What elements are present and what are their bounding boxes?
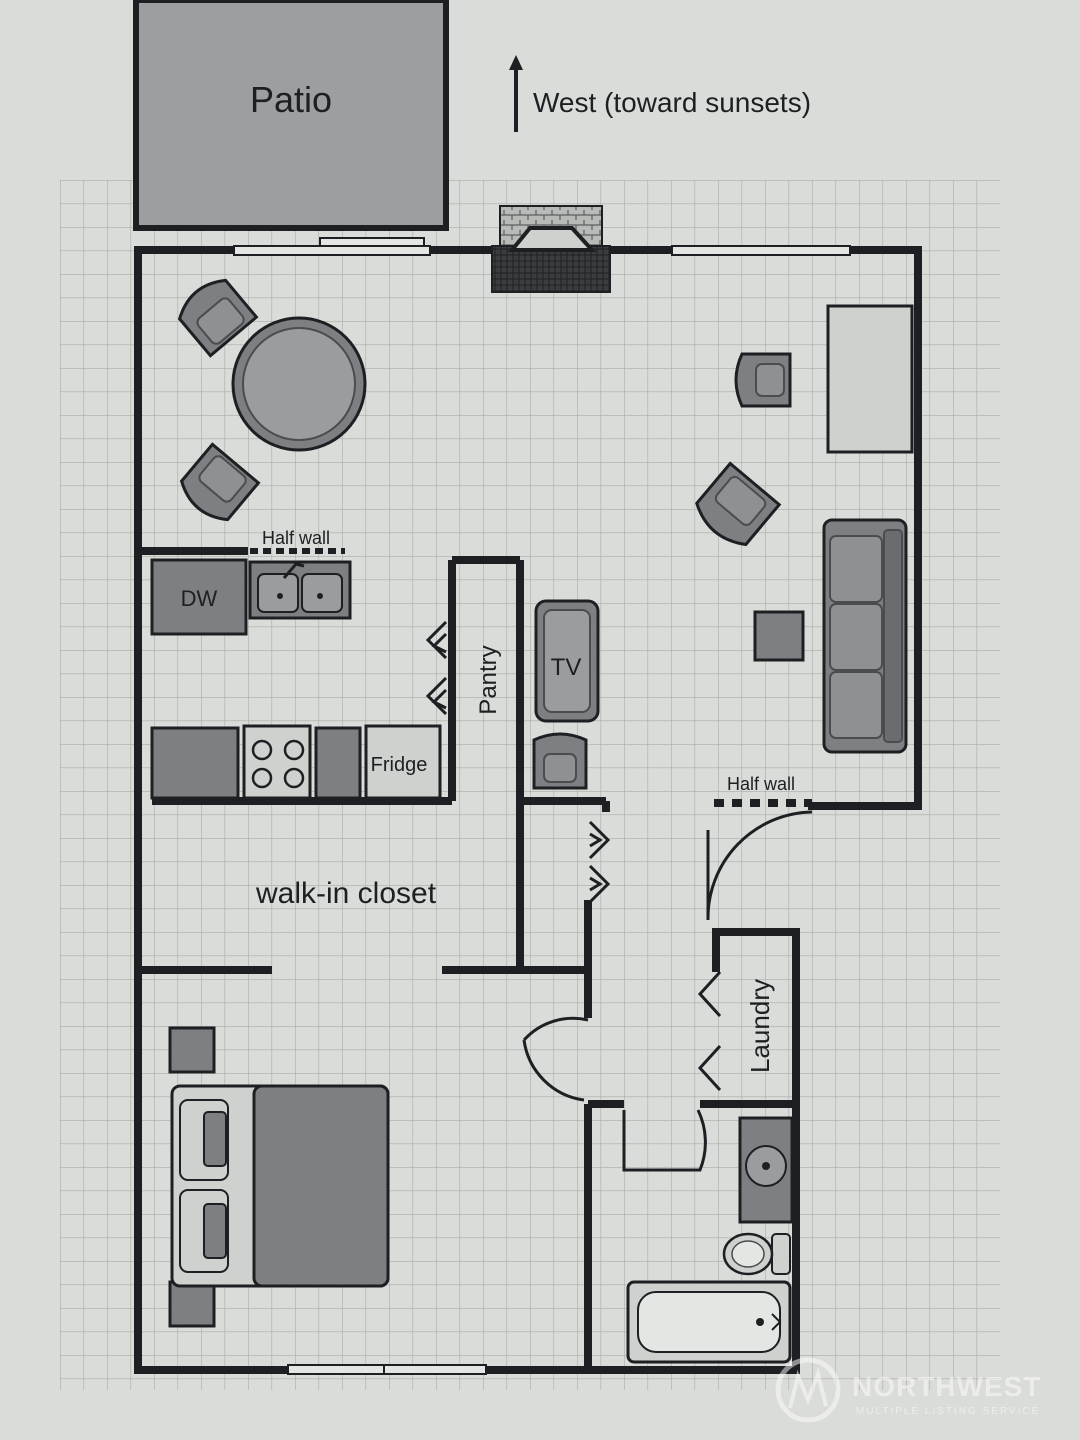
dining-table [231, 316, 367, 452]
half-wall-kitchen-label: Half wall [262, 528, 330, 548]
bedroom-door [522, 1016, 589, 1102]
tv-console: TV [534, 599, 600, 723]
coat-closet-door-lower [588, 864, 611, 904]
walk-in-closet-label: walk-in closet [255, 877, 437, 910]
coat-closet-door-upper [588, 820, 611, 860]
desk [826, 304, 914, 454]
faucet-icon [282, 562, 305, 579]
half-wall-living-label: Half wall [727, 774, 795, 794]
armchair-icon [695, 461, 782, 547]
toilet [722, 1232, 791, 1276]
watermark-brand: NORTHWEST [852, 1371, 1041, 1402]
armchair-icon [734, 352, 792, 408]
orientation-indicator: West (toward sunsets) [509, 55, 811, 132]
pantry: Pantry [475, 645, 502, 714]
armchair-icon [179, 442, 261, 522]
sofa [822, 518, 908, 754]
patio: Patio [133, 0, 449, 231]
dishwasher: DW [150, 558, 248, 636]
burner-icon [251, 739, 273, 761]
dishwasher-label: DW [181, 586, 218, 611]
doors [522, 810, 813, 1172]
bathroom-vanity [738, 1116, 794, 1224]
window-living [671, 245, 851, 256]
window-bedroom-left [287, 1364, 385, 1375]
bathroom-door [622, 1109, 707, 1172]
window-patio [233, 245, 431, 256]
armchair-icon [532, 732, 588, 790]
interior-walls [138, 547, 796, 1370]
tv-label: TV [551, 654, 582, 681]
faucet-icon [771, 1313, 782, 1331]
counter-right [314, 726, 362, 800]
fridge: Fridge [364, 724, 442, 800]
kitchen-sink [248, 560, 352, 620]
pantry-door-upper [425, 620, 448, 660]
counter-left [150, 726, 240, 800]
watermark: NORTHWEST MULTIPLE LISTING SERVICE [775, 1357, 1041, 1423]
half-wall-kitchen: Half wall [250, 528, 345, 554]
half-wall-living: Half wall [714, 774, 812, 807]
entry-door [706, 810, 813, 921]
orientation-label: West (toward sunsets) [533, 87, 811, 118]
patio-label: Patio [250, 79, 332, 120]
window-bedroom-right [383, 1364, 487, 1375]
stove [242, 724, 312, 800]
burner-icon [251, 767, 273, 789]
bathtub [626, 1280, 792, 1364]
laundry-door-lower [697, 1044, 722, 1092]
pantry-door-lower [425, 676, 448, 716]
bed [170, 1084, 390, 1288]
pantry-label: Pantry [475, 645, 502, 714]
coffee-table [753, 610, 805, 662]
nightstand-bottom [168, 1280, 216, 1328]
watermark-subtitle: MULTIPLE LISTING SERVICE [856, 1406, 1040, 1417]
drain-icon [756, 1318, 764, 1326]
burner-icon [283, 739, 305, 761]
armchair-icon [177, 278, 259, 358]
nightstand-top [168, 1026, 216, 1074]
laundry-door-upper [697, 970, 722, 1018]
sliding-door-patio [319, 237, 425, 247]
fireplace [491, 205, 611, 293]
bifold-doors [425, 620, 722, 1092]
fridge-label: Fridge [371, 754, 428, 776]
laundry-label: Laundry [745, 979, 775, 1073]
burner-icon [283, 767, 305, 789]
logo-icon [775, 1357, 841, 1423]
windows [233, 237, 851, 1375]
